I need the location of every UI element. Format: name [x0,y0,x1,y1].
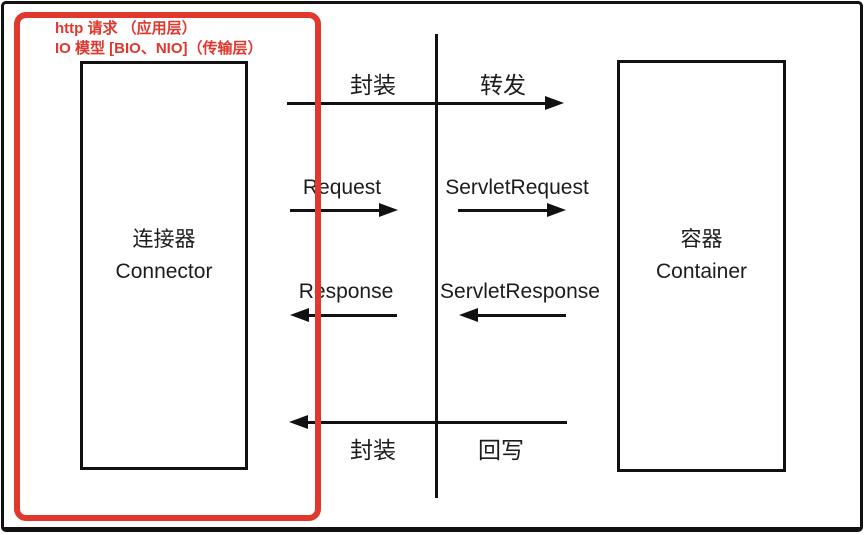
annotation-line-2: IO 模型 [BIO、NIO]（传输层） [55,40,263,57]
label-encapsulate-top: 封装 [350,72,396,98]
arrow-shaft [303,313,397,317]
label-encapsulate-bottom: 封装 [350,437,396,463]
arrow-response [290,308,397,322]
arrowhead-left-icon [459,308,478,322]
arrow-servlet-request [458,203,566,217]
label-writeback: 回写 [478,437,524,463]
arrow-writeback-encapsulate [289,415,567,429]
arrowhead-right-icon [547,203,566,217]
container-box: 容器 Container [617,60,786,472]
label-servlet-response: ServletResponse [440,280,600,303]
arrowhead-left-icon [289,415,308,429]
connector-title-cn: 连接器 [132,227,196,251]
arrow-shaft [458,208,553,212]
connector-highlight-box [14,12,321,521]
arrow-shaft [287,101,551,105]
arrow-shaft [472,313,566,317]
arrow-shaft [290,208,385,212]
arrow-encapsulate-forward [287,96,564,110]
arrowhead-right-icon [545,96,564,110]
label-request: Request [302,176,382,199]
arrowhead-left-icon [290,308,309,322]
label-forward: 转发 [480,72,526,98]
arrow-shaft [302,420,567,424]
arrow-servlet-response [459,308,566,322]
container-title-cn: 容器 [680,228,723,251]
container-title-en: Container [655,260,748,283]
annotation-line-1: http 请求 （应用层） [55,20,197,37]
label-response: Response [298,280,394,303]
boundary-divider-line [435,34,438,498]
connector-title-en: Connector [115,259,213,283]
arrow-request [290,203,398,217]
connector-box: 连接器 Connector [80,61,248,470]
arrowhead-right-icon [379,203,398,217]
label-servlet-request: ServletRequest [445,176,589,199]
annotation-block: http 请求 （应用层） IO 模型 [BIO、NIO]（传输层） [55,19,263,59]
